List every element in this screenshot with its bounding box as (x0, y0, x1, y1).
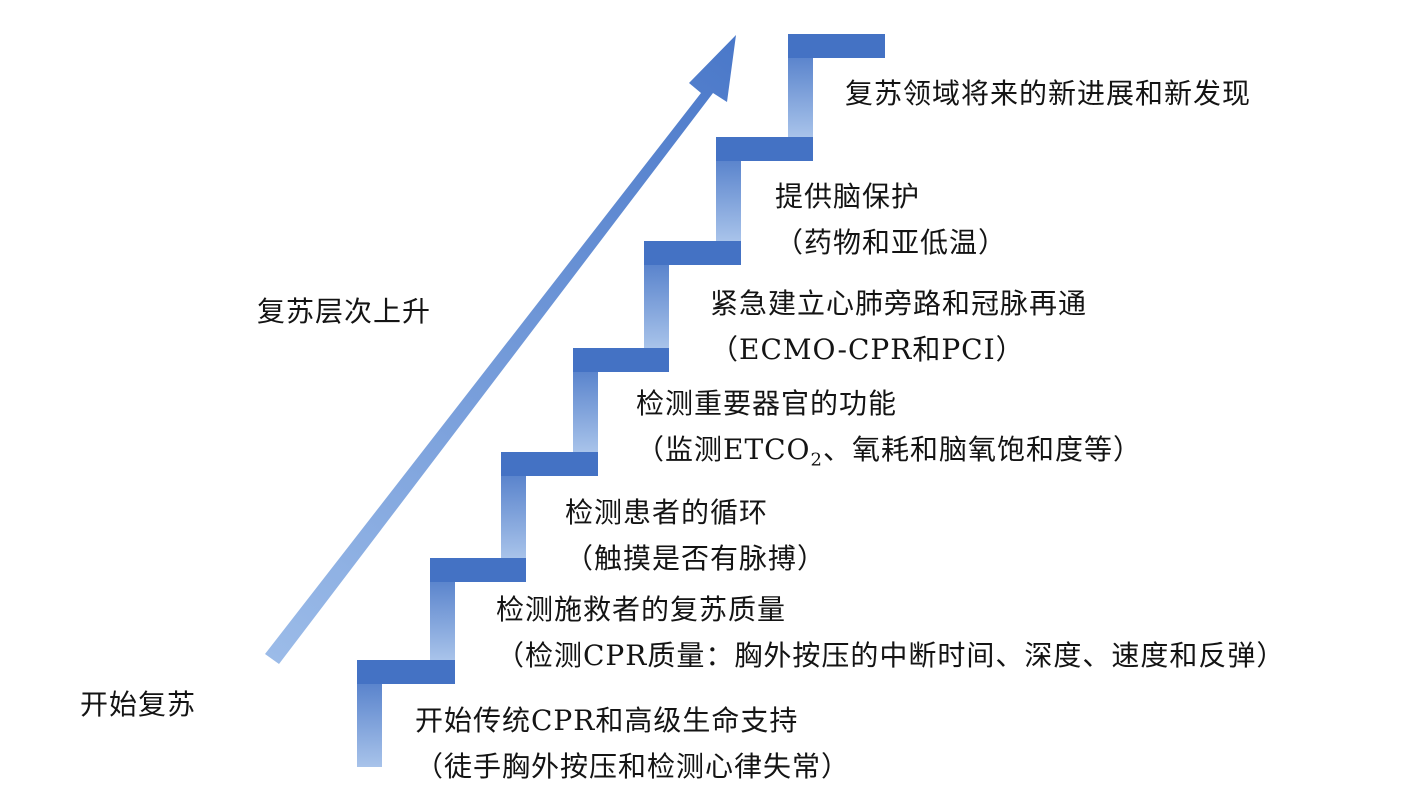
stair-tread-5 (644, 241, 741, 265)
step-4-title: 检测重要器官的功能 (636, 387, 898, 420)
step-5-detail: （ECMO-CPR和PCI） (710, 333, 1025, 366)
step-4-detail-post: 、氧耗和脑氧饱和度等） (822, 433, 1142, 466)
stair-tread-3 (501, 452, 598, 476)
step-6-label: 提供脑保护 （药物和亚低温） (775, 174, 1007, 266)
step-1-label: 开始传统CPR和高级生命支持 （徒手胸外按压和检测心律失常） (415, 698, 850, 790)
step-1-detail: （徒手胸外按压和检测心律失常） (415, 750, 851, 783)
step-4-detail-subscript: 2 (810, 449, 823, 471)
stair-tread-1 (357, 660, 455, 684)
step-3-title: 检测患者的循环 (565, 496, 769, 529)
step-4-detail: （监测ETCO2、氧耗和脑氧饱和度等） (636, 427, 1142, 473)
step-5-title: 紧急建立心肺旁路和冠脉再通 (710, 287, 1088, 320)
label-resuscitation-level-rise: 复苏层次上升 (257, 295, 432, 328)
label-start-resuscitation: 开始复苏 (80, 688, 197, 721)
step-1-title: 开始传统CPR和高级生命支持 (415, 704, 799, 737)
step-6-title: 提供脑保护 (775, 180, 921, 213)
step-7-title: 复苏领域将来的新进展和新发现 (845, 77, 1252, 110)
step-2-label: 检测施救者的复苏质量 （检测CPR质量：胸外按压的中断时间、深度、速度和反弹） (496, 587, 1285, 679)
step-4-label: 检测重要器官的功能 （监测ETCO2、氧耗和脑氧饱和度等） (636, 381, 1142, 473)
stair-tread-7 (788, 34, 885, 58)
stair-tread-4 (573, 348, 669, 372)
stair-tread-6 (716, 137, 813, 161)
step-2-detail: （检测CPR质量：胸外按压的中断时间、深度、速度和反弹） (496, 639, 1286, 672)
step-3-detail: （触摸是否有脉搏） (565, 542, 827, 575)
step-4-detail-pre: （监测ETCO (636, 433, 811, 466)
rise-arrow (265, 35, 736, 664)
step-3-label: 检测患者的循环 （触摸是否有脉搏） (565, 490, 826, 582)
step-2-title: 检测施救者的复苏质量 (496, 593, 787, 626)
step-5-label: 紧急建立心肺旁路和冠脉再通 （ECMO-CPR和PCI） (710, 281, 1087, 373)
stair-tread-2 (430, 558, 526, 582)
step-7-label: 复苏领域将来的新进展和新发现 (845, 71, 1251, 117)
step-6-detail: （药物和亚低温） (775, 226, 1008, 259)
